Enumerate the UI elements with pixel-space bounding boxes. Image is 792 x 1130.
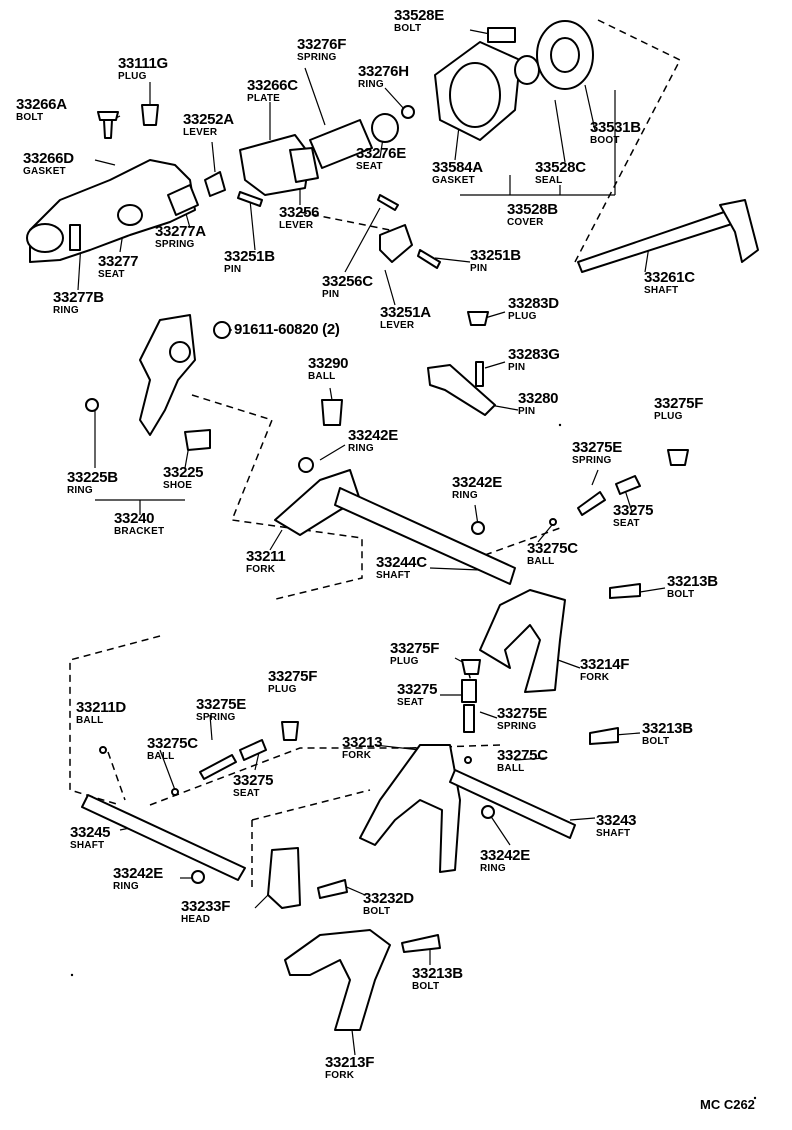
part-drawings xyxy=(26,20,759,1031)
callout-91611-60820: 91611-60820 (2) xyxy=(234,321,340,338)
diagram-code: MC C262 xyxy=(700,1097,755,1112)
specks xyxy=(70,423,757,1100)
